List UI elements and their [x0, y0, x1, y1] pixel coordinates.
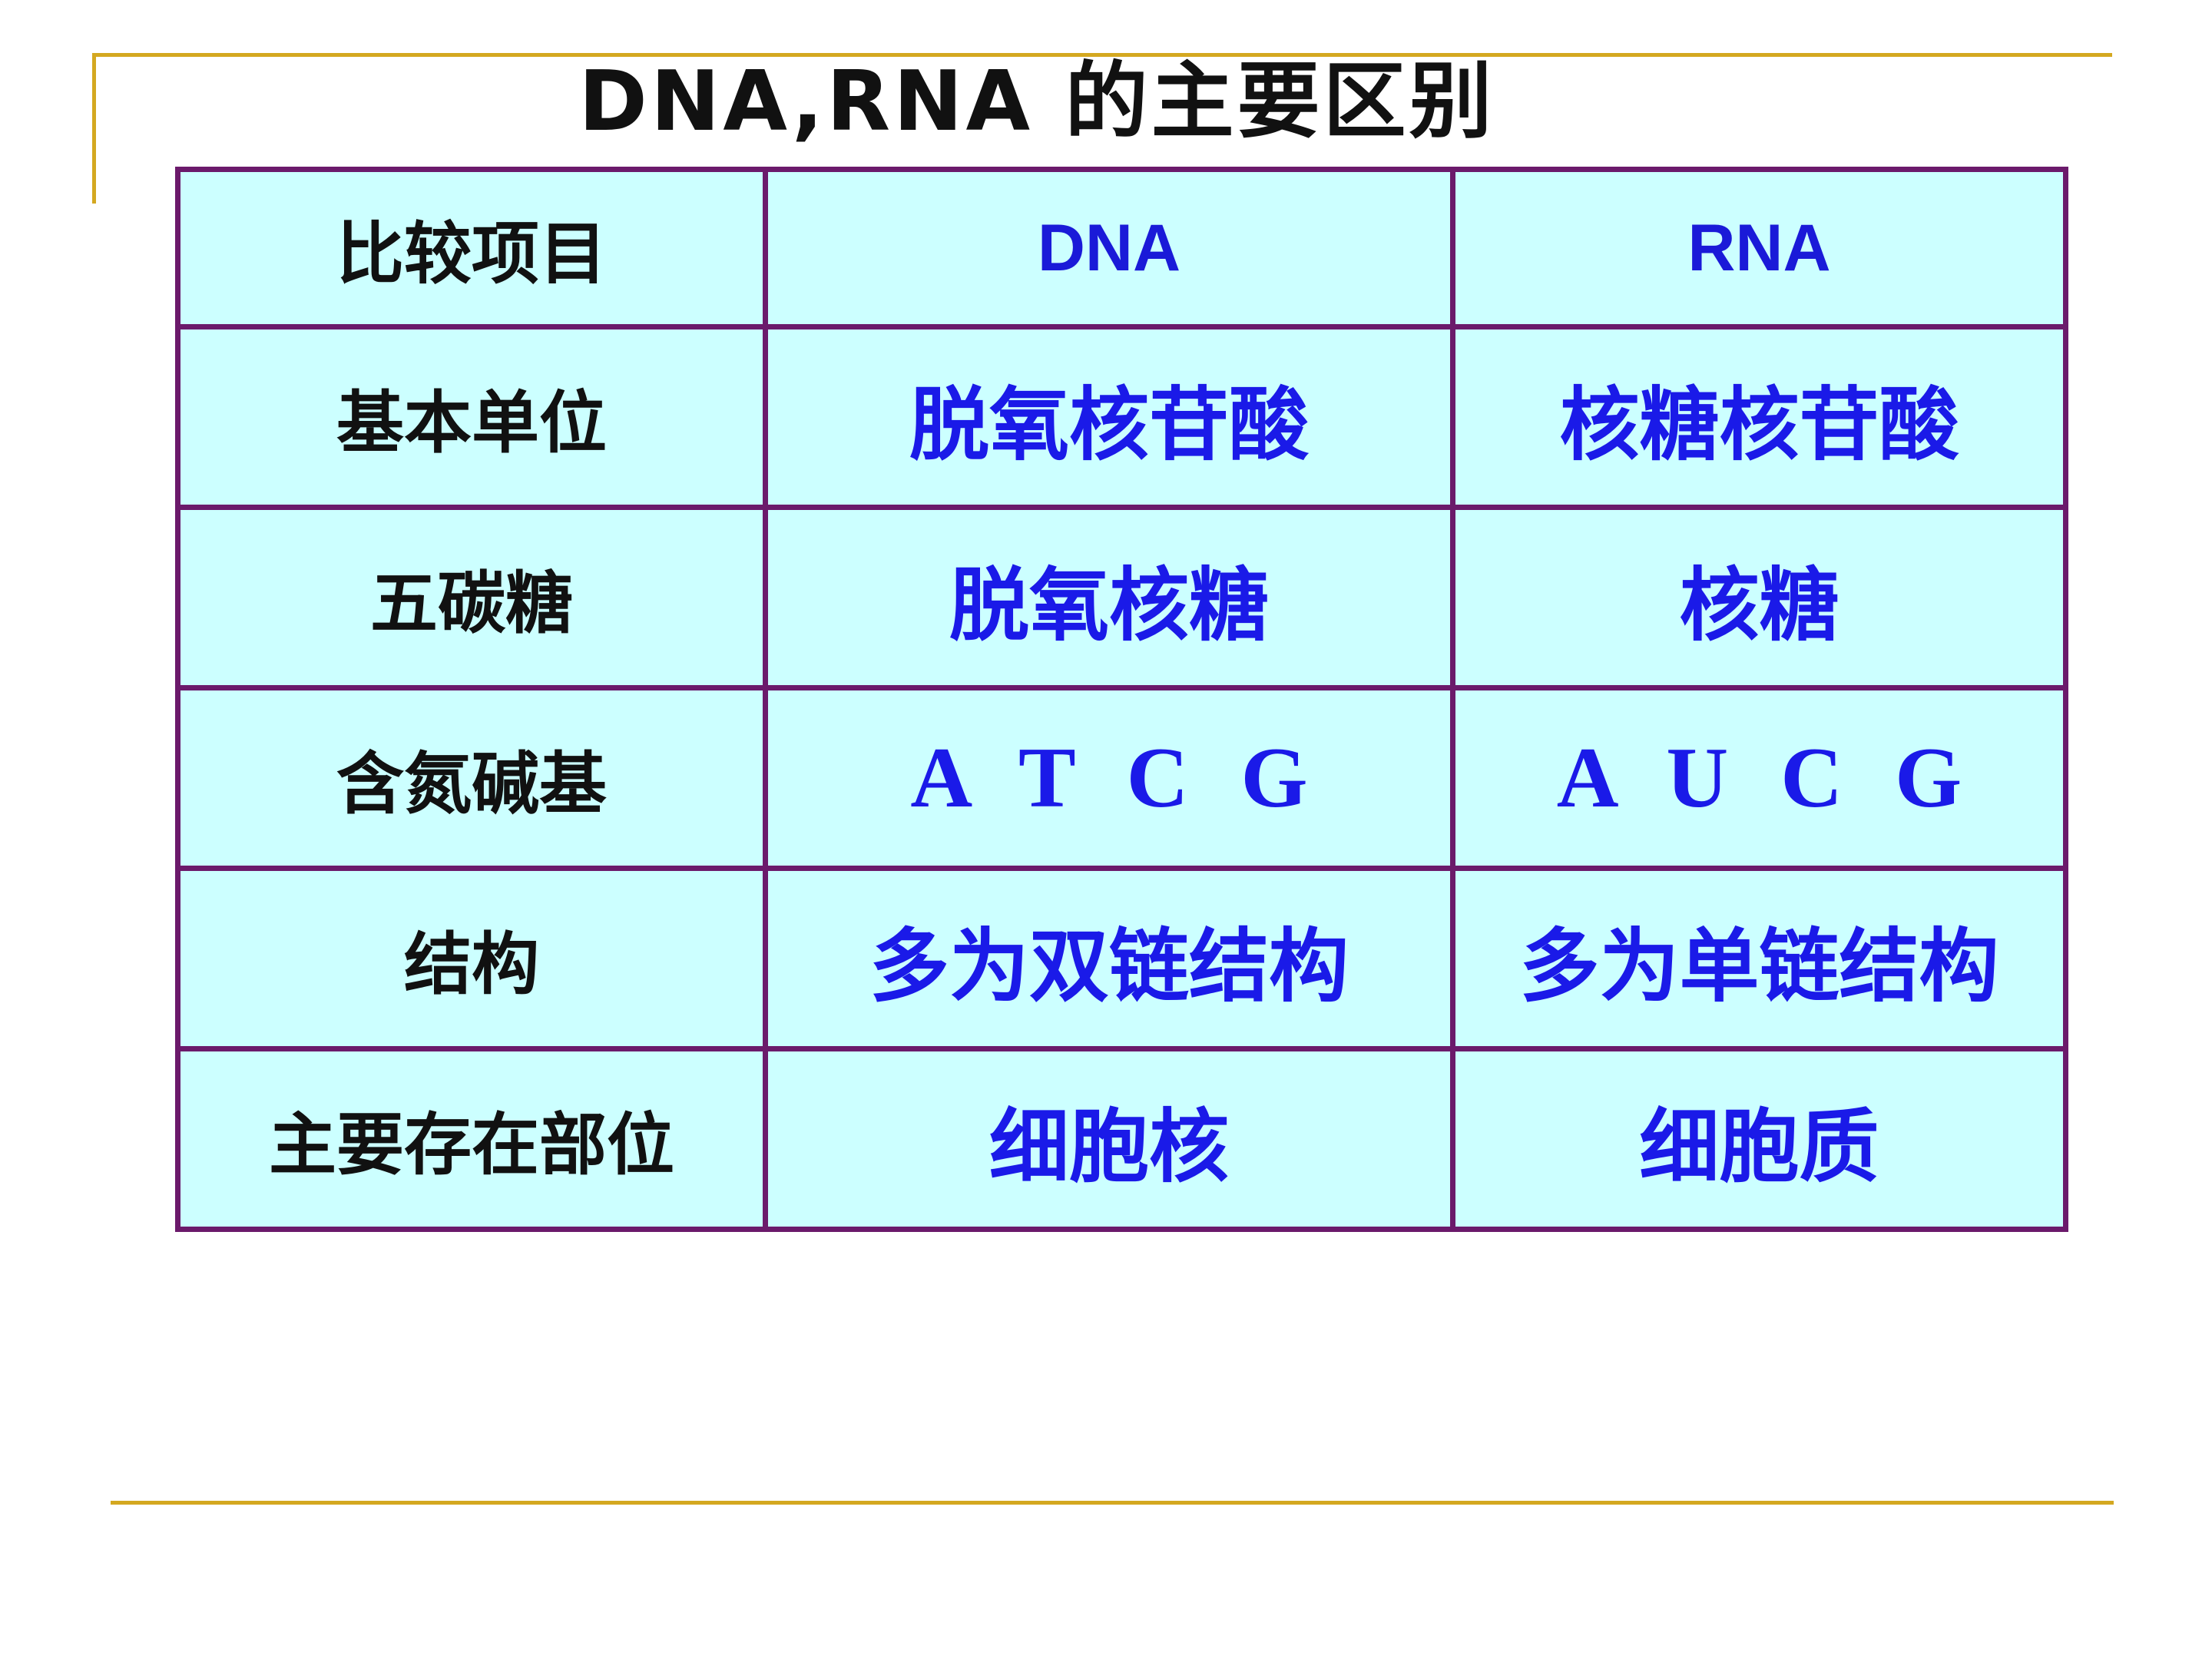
bottom-rule — [111, 1501, 2114, 1505]
dna-value: 脱氧核苷酸 — [763, 324, 1455, 510]
rna-value: 核糖核苷酸 — [1450, 324, 2068, 510]
table-row: 基本单位 脱氧核苷酸 核糖核苷酸 — [175, 324, 2068, 510]
comparison-table: 比较项目 DNA RNA 基本单位 脱氧核苷酸 核糖核苷酸 五碳糖 脱氧核糖 核… — [175, 167, 2068, 1232]
dna-value: 细胞核 — [763, 1046, 1455, 1232]
header-item-cell: 比较项目 — [175, 167, 768, 329]
rna-value: 多为单链结构 — [1450, 866, 2068, 1051]
row-label: 基本单位 — [175, 324, 768, 510]
table-row: 结构 多为双链结构 多为单链结构 — [175, 866, 2068, 1051]
row-label: 含氮碱基 — [175, 685, 768, 871]
table-row: 五碳糖 脱氧核糖 核糖 — [175, 505, 2068, 690]
left-rule — [92, 53, 96, 204]
header-rna-cell: RNA — [1450, 167, 2068, 329]
table-row: 含氮碱基 A T C G A U C G — [175, 685, 2068, 871]
top-rule — [92, 53, 2112, 57]
rna-bases: A U C G — [1450, 685, 2068, 871]
row-label: 五碳糖 — [175, 505, 768, 690]
dna-value: 脱氧核糖 — [763, 505, 1455, 690]
row-label: 主要存在部位 — [175, 1046, 768, 1232]
table-row: 主要存在部位 细胞核 细胞质 — [175, 1046, 2068, 1232]
slide-title: DNA,RNA 的主要区别 — [578, 54, 1495, 150]
dna-value: 多为双链结构 — [763, 866, 1455, 1051]
row-label: 结构 — [175, 866, 768, 1051]
header-dna-cell: DNA — [763, 167, 1455, 329]
dna-bases: A T C G — [763, 685, 1455, 871]
rna-value: 细胞质 — [1450, 1046, 2068, 1232]
table-header-row: 比较项目 DNA RNA — [175, 167, 2068, 329]
rna-value: 核糖 — [1450, 505, 2068, 690]
